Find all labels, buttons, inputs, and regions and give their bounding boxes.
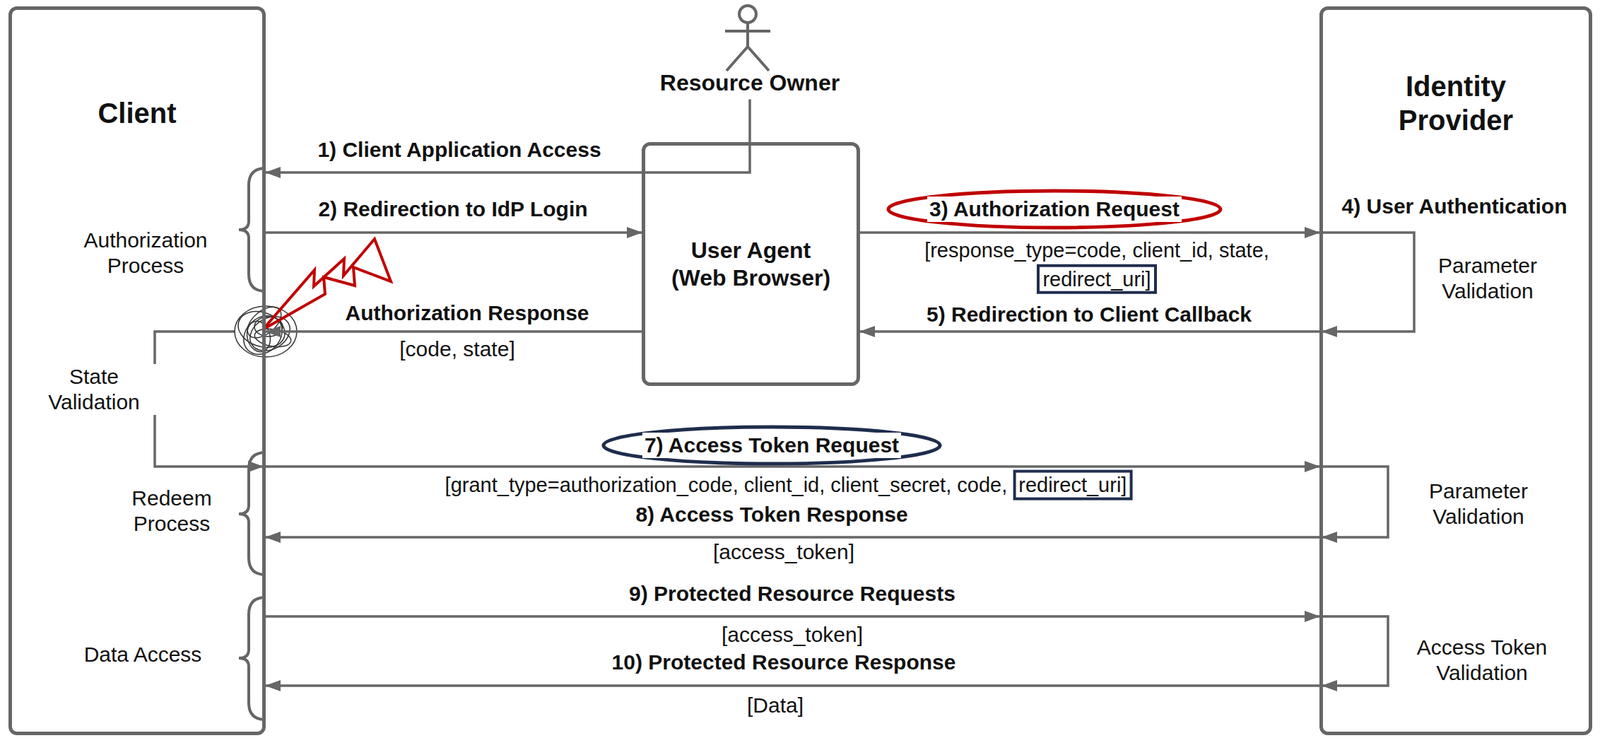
actor-label: Resource Owner — [641, 69, 858, 97]
flow-arrow — [265, 535, 1320, 539]
step-label: 3) Authorization Request — [927, 196, 1182, 222]
flow-arrow — [860, 330, 1320, 333]
node-title: Resource Owner — [660, 69, 840, 97]
step-label: 7) Access Token Request — [642, 432, 902, 458]
annotation-label: State Validation — [31, 363, 157, 415]
flow-arrow — [860, 231, 1320, 234]
user-agent-box: User Agent (Web Browser) — [641, 142, 861, 386]
annotation-label: [access_token] — [710, 539, 857, 565]
parameter-list: [grant_type=authorization_code, client_i… — [445, 469, 1133, 501]
highlighted-parameter: redirect_uri] — [1036, 263, 1157, 294]
annotation-label: 4) User Authentication — [1339, 193, 1570, 220]
flow-arrow — [265, 98, 750, 173]
annotation-label: [code, state] — [397, 336, 517, 362]
flow-arrow — [265, 684, 1320, 687]
parameter-list: [response_type=code, client_id, state, r… — [920, 237, 1274, 294]
identity-provider-box: Identity Provider — [1319, 6, 1593, 735]
annotation-label: Authorization Process — [69, 227, 222, 279]
step-label: 9) Protected Resource Requests — [626, 580, 958, 607]
annotation-label: Parameter Validation — [1412, 478, 1545, 530]
annotation-label: Data Access — [81, 641, 205, 668]
annotation-label: [Data] — [744, 692, 806, 719]
annotation-label: [access_token] — [719, 621, 866, 648]
highlight-ellipse — [603, 426, 940, 464]
step-label: 5) Redirection to Client Callback — [924, 301, 1254, 328]
highlight-ellipse — [888, 190, 1221, 228]
node-title: Client — [97, 96, 176, 131]
highlighted-parameter: redirect_uri] — [1012, 469, 1133, 501]
brace — [238, 168, 266, 720]
node-title: Identity Provider — [1360, 69, 1552, 138]
step-label: Authorization Response — [342, 300, 591, 326]
step-label: 8) Access Token Response — [633, 501, 910, 528]
validation-loops — [154, 232, 1415, 686]
flow-arrow — [265, 465, 1320, 468]
annotation-label: Parameter Validation — [1421, 253, 1554, 304]
step-label: 1) Client Application Access — [315, 137, 603, 163]
flow-arrow — [265, 614, 1320, 618]
parameter-text: [grant_type=authorization_code, client_i… — [445, 473, 1008, 497]
flow-arrow — [265, 231, 642, 234]
step-label: 10) Protected Resource Response — [609, 649, 959, 675]
parameter-text: [response_type=code, client_id, state, — [924, 238, 1270, 262]
stick-figure — [725, 5, 771, 71]
node-title: User Agent (Web Browser) — [666, 236, 837, 292]
step-label: 2) Redirection to IdP Login — [315, 196, 590, 222]
flow-arrow — [265, 330, 642, 333]
annotation-label: Access Token Validation — [1409, 634, 1555, 686]
annotation-label: Redeem Process — [109, 485, 234, 537]
